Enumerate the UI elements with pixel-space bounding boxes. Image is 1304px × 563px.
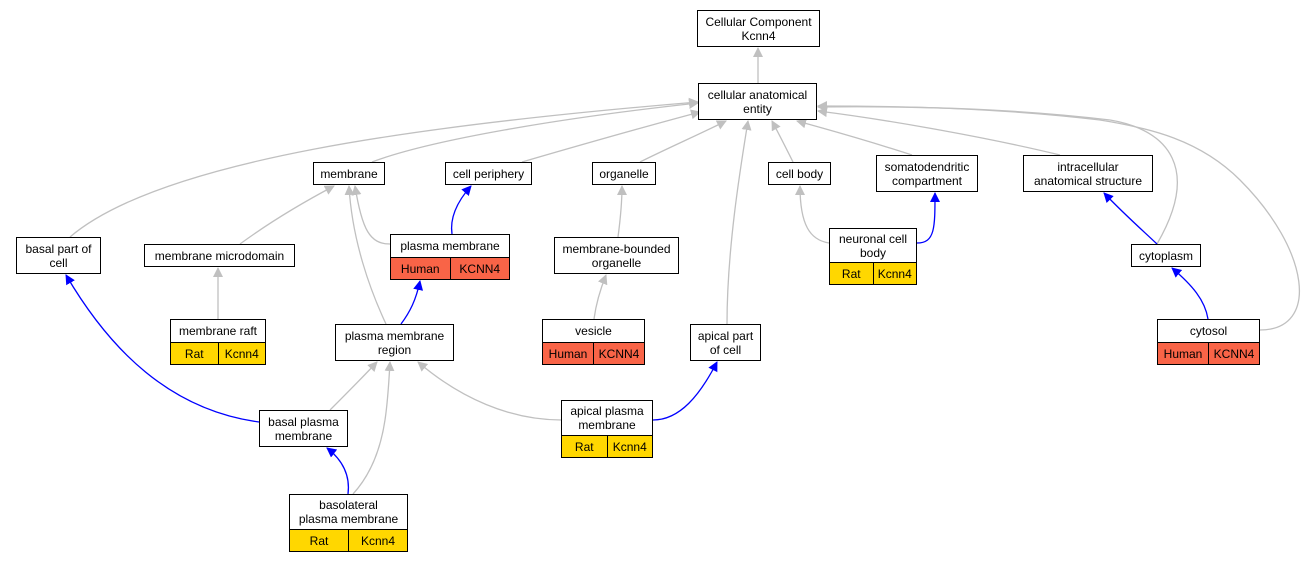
node-label: basolateral plasma membrane (298, 498, 399, 526)
edge-is-a-intracellular-anatomical-structure-to-cellular-anatomical-entity (817, 107, 1061, 156)
annotation-row: Rat Kcnn4 (171, 342, 265, 364)
edge-is-a-cell-periphery-to-cellular-anatomical-entity (521, 109, 701, 163)
edge-part-of-plasma-membrane-to-cell-periphery (450, 185, 472, 235)
edge-is-a-somatodendritic-compartment-to-cellular-anatomical-entity (796, 118, 913, 156)
node-label: cell body (775, 166, 824, 181)
annotation-row: Rat Kcnn4 (830, 262, 916, 284)
gene-cell: Kcnn4 (348, 530, 407, 551)
species-cell: Human (543, 343, 593, 364)
node-label: membrane-bounded organelle (562, 241, 671, 270)
edge-is-a-vesicle-to-membrane-bounded-organelle (593, 274, 608, 320)
node-basal-plasma-membrane[interactable]: basal plasma membrane (259, 410, 348, 447)
species-cell: Rat (171, 343, 218, 364)
node-neuronal-cell-body[interactable]: neuronal cell body Rat Kcnn4 (829, 228, 917, 285)
gene-cell: Kcnn4 (872, 263, 916, 284)
edge-is-a-plasma-membrane-region-to-membrane (344, 185, 387, 325)
species-cell: Human (1158, 343, 1208, 364)
node-label: cell periphery (452, 166, 525, 181)
edge-part-of-basolateral-plasma-membrane-to-basal-plasma-membrane (326, 447, 350, 495)
node-label: apical part of cell (697, 328, 754, 357)
edge-is-a-organelle-to-cellular-anatomical-entity (639, 120, 727, 163)
edge-part-of-neuronal-cell-body-to-somatodendritic-compartment (916, 192, 940, 244)
node-label: neuronal cell body (838, 231, 908, 260)
gene-cell: KCNN4 (1208, 343, 1259, 364)
node-membrane-raft[interactable]: membrane raft Rat Kcnn4 (170, 319, 266, 365)
node-apical-plasma-membrane[interactable]: apical plasma membrane Rat Kcnn4 (561, 400, 653, 458)
annotation-row: Human KCNN4 (543, 342, 644, 364)
species-cell: Rat (830, 263, 873, 284)
edge-is-a-basal-part-of-cell-to-cellular-anatomical-entity (69, 97, 699, 238)
gene-cell: Kcnn4 (606, 436, 652, 457)
gene-cell: KCNN4 (449, 258, 509, 279)
node-membrane-microdomain[interactable]: membrane microdomain (144, 244, 295, 267)
node-cell-periphery[interactable]: cell periphery (445, 162, 532, 185)
species-cell: Human (391, 258, 450, 279)
node-plasma-membrane-region[interactable]: plasma membrane region (335, 324, 454, 361)
node-label: intracellular anatomical structure (1033, 159, 1143, 188)
node-label: membrane (320, 166, 378, 181)
node-label: membrane raft (178, 324, 258, 338)
node-plasma-membrane[interactable]: plasma membrane Human KCNN4 (390, 234, 510, 280)
node-apical-part-of-cell[interactable]: apical part of cell (690, 324, 761, 361)
gene-cell: KCNN4 (593, 343, 644, 364)
node-membrane-bounded-organelle[interactable]: membrane-bounded organelle (554, 237, 679, 274)
edge-is-a-cytosol-to-cellular-anatomical-entity (817, 101, 1301, 331)
edge-is-a-membrane-bounded-organelle-to-organelle (616, 185, 627, 238)
node-label: cellular anatomical entity (707, 87, 808, 116)
node-organelle[interactable]: organelle (592, 162, 656, 185)
node-cellular-anatomical-entity[interactable]: cellular anatomical entity (698, 83, 817, 120)
edge-is-a-basolateral-plasma-membrane-to-plasma-membrane-region (352, 361, 395, 495)
node-label: cytosol (1189, 324, 1228, 338)
node-label: apical plasma membrane (570, 404, 644, 432)
node-label: plasma membrane (400, 239, 500, 253)
node-label: basal plasma membrane (268, 414, 339, 443)
edge-is-a-neuronal-cell-body-to-cell-body (795, 185, 830, 244)
edge-part-of-cytoplasm-to-intracellular-anatomical-structure (1103, 192, 1158, 245)
edge-is-a-membrane-to-cellular-anatomical-entity (371, 99, 699, 163)
species-cell: Rat (562, 436, 607, 457)
node-vesicle[interactable]: vesicle Human KCNN4 (542, 319, 645, 365)
edge-part-of-plasma-membrane-region-to-plasma-membrane (400, 280, 424, 325)
edge-is-a-basal-plasma-membrane-to-plasma-membrane-region (329, 361, 378, 411)
annotation-row: Human KCNN4 (1158, 342, 1259, 364)
node-membrane[interactable]: membrane (313, 162, 385, 185)
edge-is-a-membrane-microdomain-to-membrane (239, 185, 335, 245)
node-label: cytoplasm (1138, 248, 1194, 263)
node-label: plasma membrane region (344, 328, 445, 357)
edge-part-of-basal-plasma-membrane-to-basal-part-of-cell (65, 274, 260, 423)
node-cytoplasm[interactable]: cytoplasm (1131, 244, 1201, 267)
node-label: membrane microdomain (154, 248, 285, 263)
node-intracellular-anatomical-structure[interactable]: intracellular anatomical structure (1023, 155, 1153, 192)
node-label: basal part of cell (25, 241, 92, 270)
node-label: vesicle (575, 324, 612, 338)
gene-cell: Kcnn4 (217, 343, 265, 364)
edge-part-of-cytosol-to-cytoplasm (1171, 267, 1209, 320)
edge-is-a-plasma-membrane-to-membrane (351, 185, 391, 245)
annotation-row: Human KCNN4 (391, 257, 509, 279)
node-label: Cellular Component Kcnn4 (705, 14, 812, 43)
species-cell: Rat (290, 530, 348, 551)
edge-is-a-cell-body-to-cellular-anatomical-entity (771, 120, 794, 163)
node-basolateral-plasma-membrane[interactable]: basolateral plasma membrane Rat Kcnn4 (289, 494, 408, 552)
node-cell-body[interactable]: cell body (768, 162, 831, 185)
node-label: organelle (599, 166, 649, 181)
node-somatodendritic-compartment[interactable]: somatodendritic compartment (876, 155, 978, 192)
node-basal-part-of-cell[interactable]: basal part of cell (16, 237, 101, 274)
annotation-row: Rat Kcnn4 (562, 435, 652, 457)
node-cellular-component[interactable]: Cellular Component Kcnn4 (697, 10, 820, 47)
edge-is-a-apical-plasma-membrane-to-plasma-membrane-region (417, 361, 562, 421)
edge-is-a-apical-part-of-cell-to-cellular-anatomical-entity (726, 120, 752, 325)
annotation-row: Rat Kcnn4 (290, 529, 407, 551)
edge-part-of-apical-plasma-membrane-to-apical-part-of-cell (652, 361, 718, 421)
node-label: somatodendritic compartment (884, 159, 970, 188)
node-cytosol[interactable]: cytosol Human KCNN4 (1157, 319, 1260, 365)
